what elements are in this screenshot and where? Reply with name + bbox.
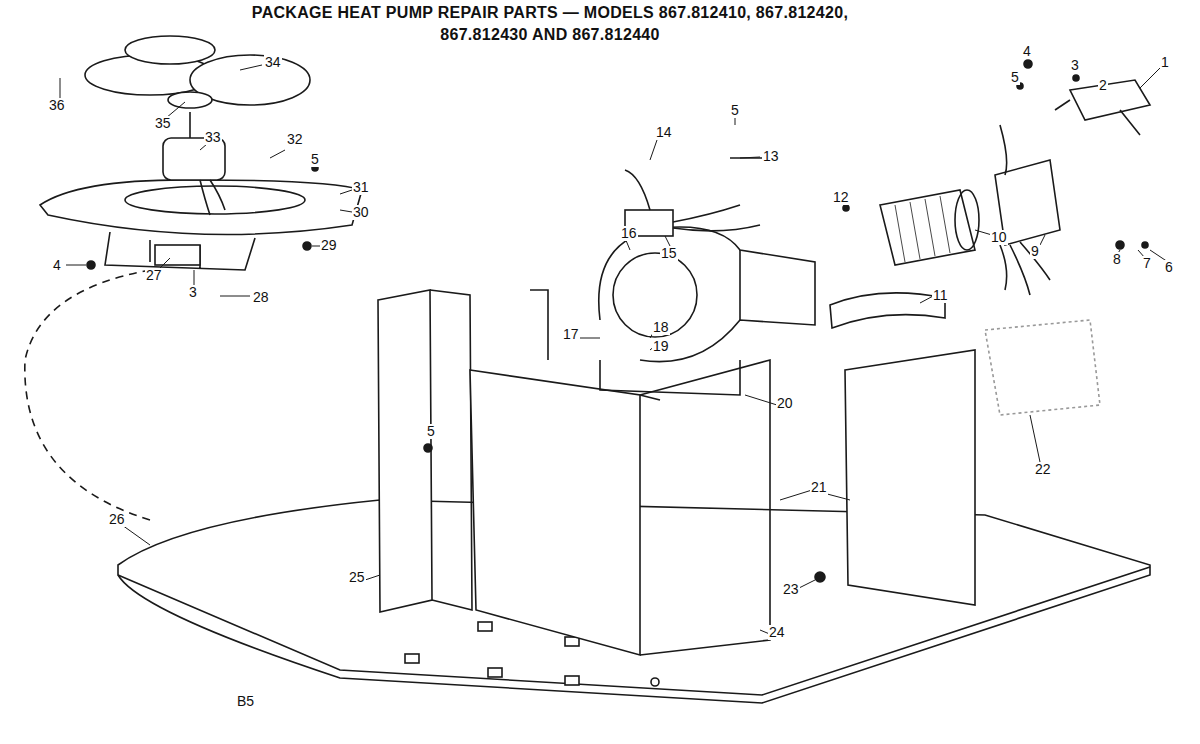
callout-number: 7 bbox=[1142, 256, 1152, 271]
bracket-plate bbox=[155, 245, 200, 265]
blower-base bbox=[600, 250, 740, 395]
page-code: B5 bbox=[236, 694, 255, 709]
callout-number: 25 bbox=[348, 570, 366, 585]
callout-number: 19 bbox=[652, 339, 670, 354]
coil-outline bbox=[25, 270, 400, 520]
hardware bbox=[87, 60, 1148, 582]
wheel-blades bbox=[895, 196, 950, 262]
diagram-title: PACKAGE HEAT PUMP REPAIR PARTS — MODELS … bbox=[230, 2, 870, 46]
callout-number: 5 bbox=[730, 103, 740, 118]
callout-number: 36 bbox=[48, 98, 66, 113]
callout-number: 12 bbox=[832, 190, 850, 205]
wheel-cover bbox=[830, 293, 945, 328]
blower-housing bbox=[599, 227, 815, 362]
callout-number: 4 bbox=[1022, 44, 1032, 59]
callout-number: 1 bbox=[1160, 55, 1170, 70]
callout-number: 8 bbox=[1112, 252, 1122, 267]
callout-number: 17 bbox=[562, 327, 580, 342]
control-box bbox=[985, 320, 1100, 415]
callout-number: 5 bbox=[310, 152, 320, 167]
blower-inlet bbox=[613, 253, 697, 337]
callout-number: 6 bbox=[1164, 260, 1174, 275]
callout-number: 21 bbox=[810, 480, 828, 495]
callout-number: 31 bbox=[352, 180, 370, 195]
callout-number: 20 bbox=[776, 396, 794, 411]
center-panel-wing bbox=[640, 360, 770, 655]
callout-number: 28 bbox=[252, 290, 270, 305]
callout-number: 34 bbox=[264, 55, 282, 70]
fan-opening bbox=[125, 186, 305, 214]
capacitor-wires bbox=[625, 158, 770, 231]
callout-number: 26 bbox=[108, 512, 126, 527]
callout-number: 32 bbox=[286, 132, 304, 147]
callout-number: 16 bbox=[620, 226, 638, 241]
callout-number: 10 bbox=[990, 230, 1008, 245]
callout-number: 5 bbox=[426, 424, 436, 439]
fan-orifice bbox=[40, 180, 362, 235]
callout-number: 3 bbox=[1070, 58, 1080, 73]
fan-shaft bbox=[190, 112, 225, 215]
callout-number: 2 bbox=[1098, 78, 1108, 93]
fan-hub bbox=[168, 92, 212, 108]
callout-number: 35 bbox=[154, 116, 172, 131]
callout-number: 5 bbox=[1010, 70, 1020, 85]
callout-number: 11 bbox=[932, 288, 949, 303]
callout-number: 29 bbox=[320, 238, 338, 253]
callout-number: 9 bbox=[1030, 244, 1040, 259]
blower-wheel bbox=[880, 190, 975, 265]
center-panel bbox=[470, 370, 640, 655]
callout-number: 23 bbox=[782, 582, 800, 597]
callout-number: 15 bbox=[660, 246, 678, 261]
callout-number: 14 bbox=[655, 125, 673, 140]
divider-panel bbox=[845, 350, 975, 605]
callout-number: 3 bbox=[188, 285, 198, 300]
fan-blade bbox=[125, 36, 215, 64]
callout-number: 4 bbox=[52, 258, 62, 273]
callout-number: 18 bbox=[652, 320, 670, 335]
callout-number: 27 bbox=[145, 268, 163, 283]
blower-wheel-end bbox=[955, 190, 979, 250]
side-panel bbox=[378, 290, 432, 612]
callout-number: 13 bbox=[762, 149, 780, 164]
callout-number: 22 bbox=[1034, 462, 1052, 477]
motor-wires bbox=[1000, 125, 1050, 295]
callout-number: 30 bbox=[352, 205, 370, 220]
leader-lines bbox=[60, 65, 1168, 635]
callout-number: 33 bbox=[204, 130, 222, 145]
motor-bracket bbox=[105, 232, 255, 270]
callout-number: 24 bbox=[768, 625, 786, 640]
